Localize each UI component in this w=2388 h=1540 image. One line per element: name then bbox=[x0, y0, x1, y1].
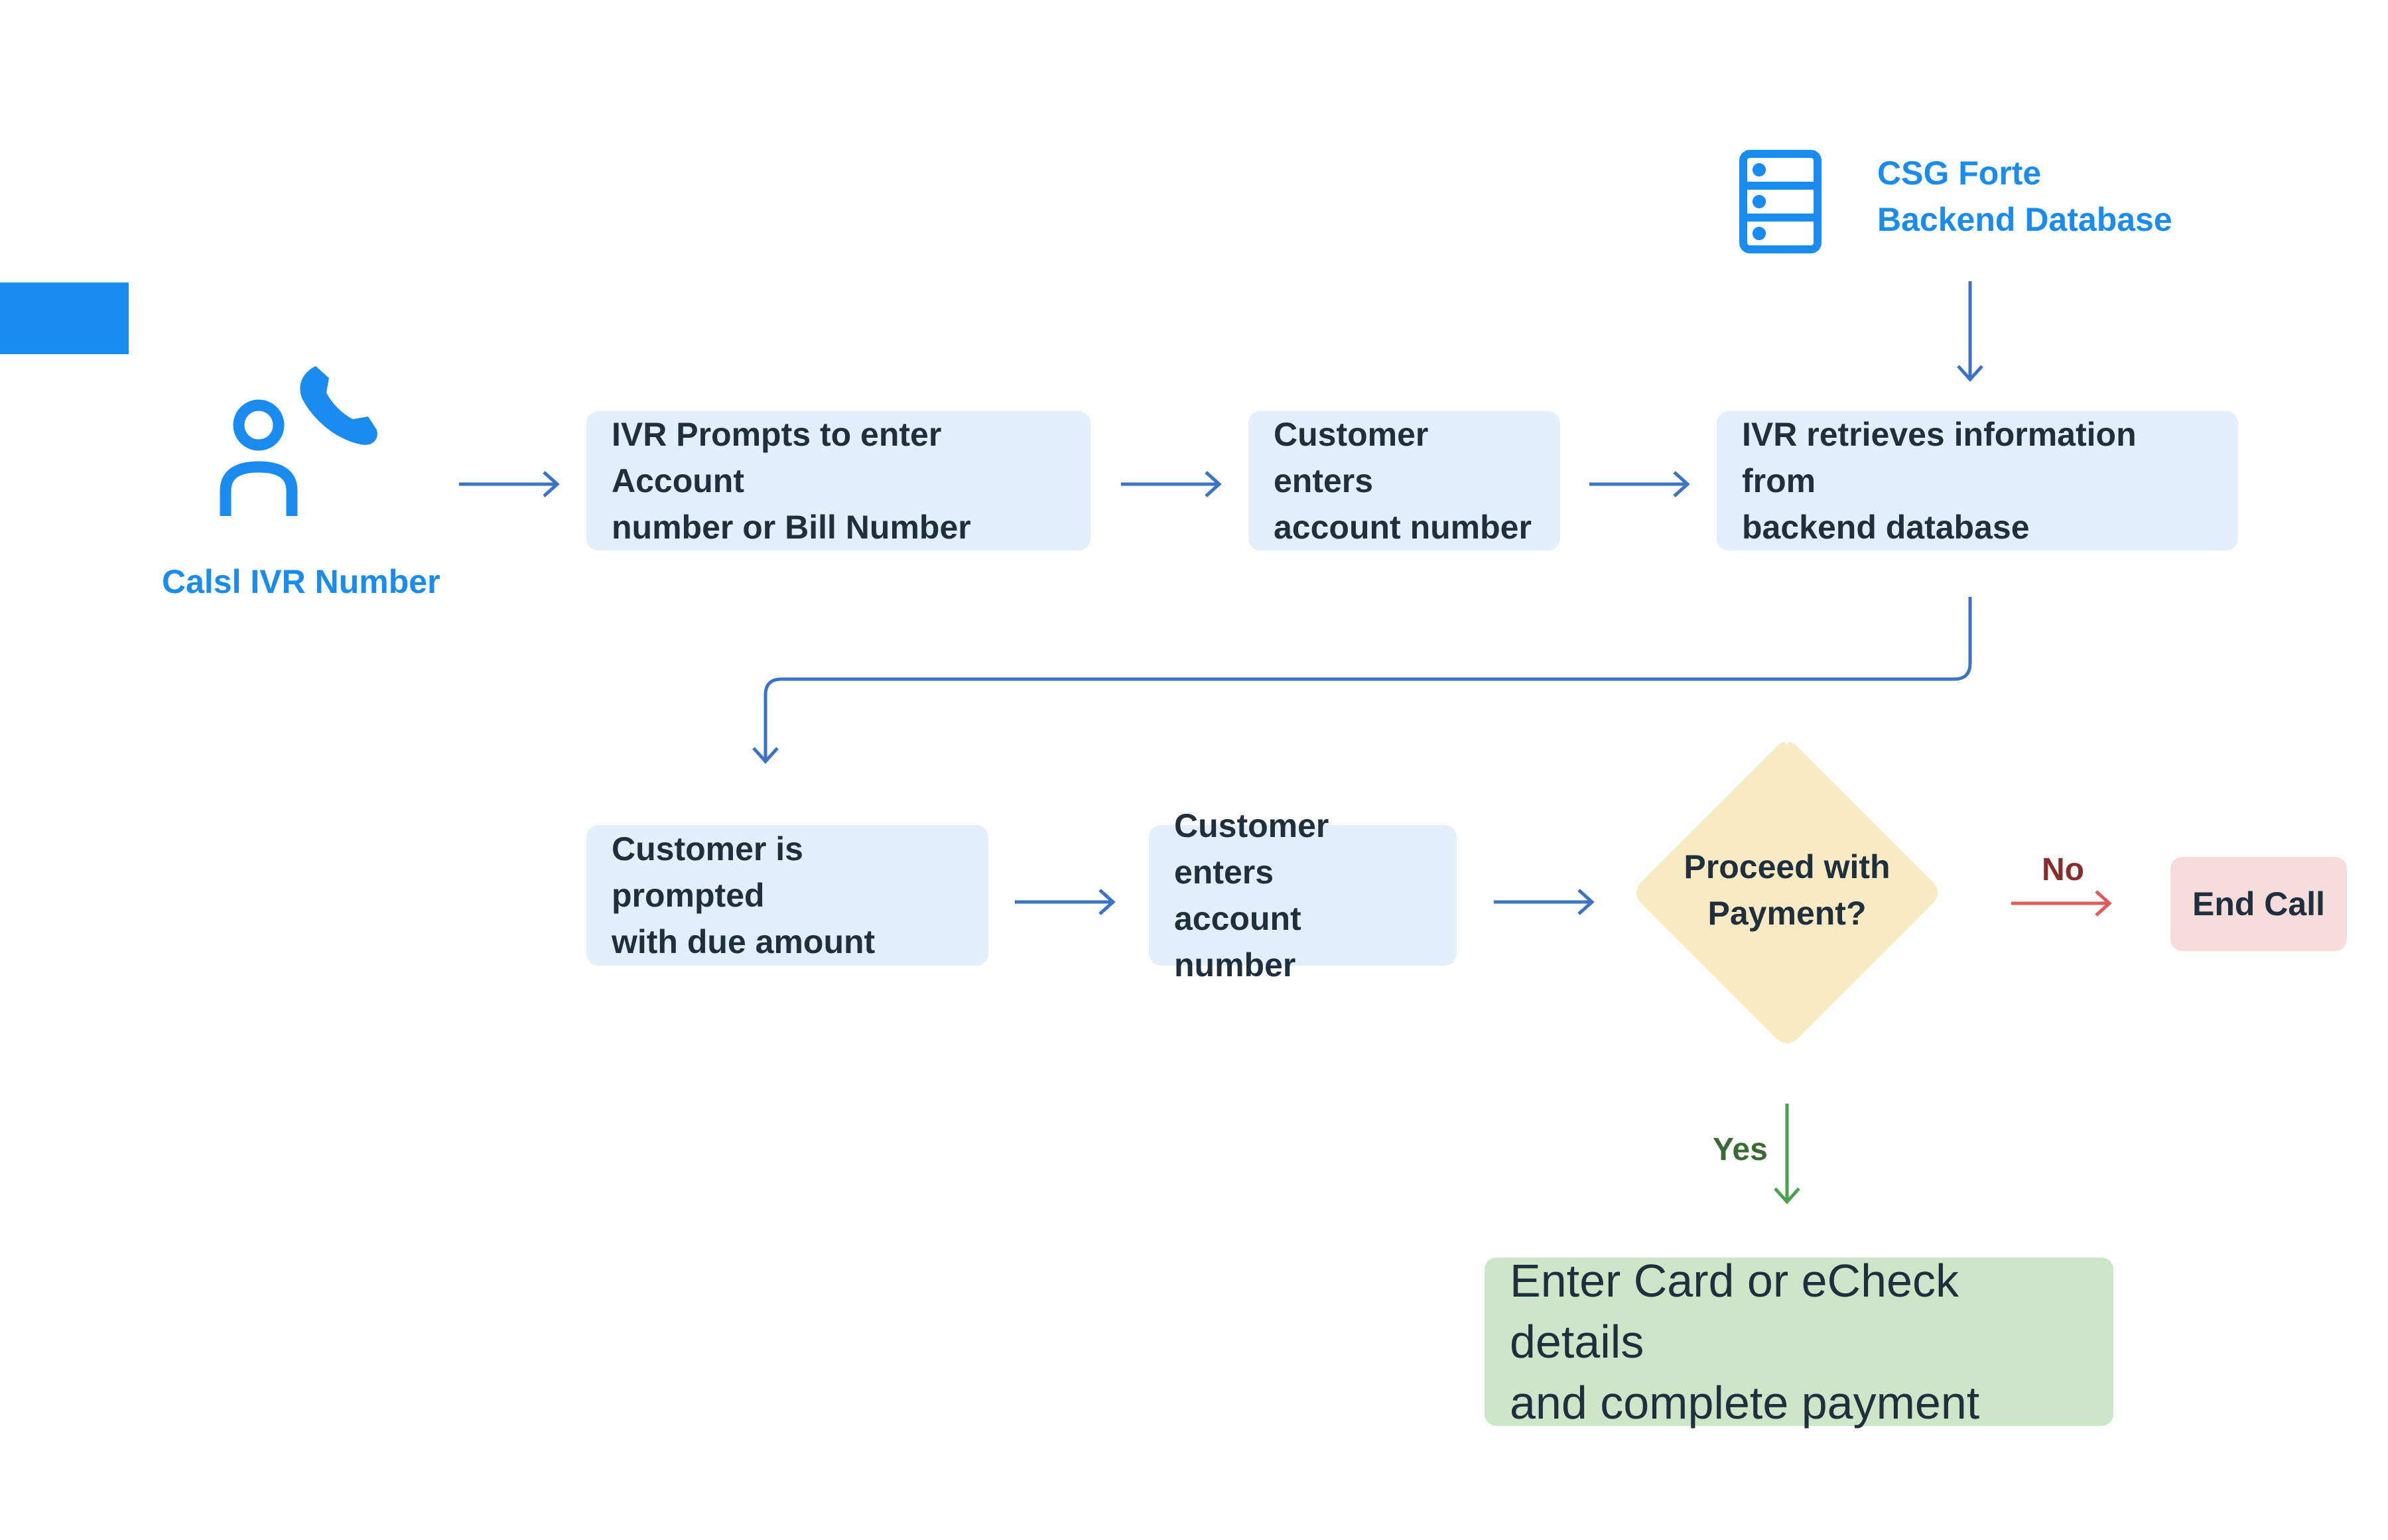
step-retrieves-text: IVR retrieves information from backend d… bbox=[1742, 416, 2137, 546]
end-call-box: End Call bbox=[2170, 857, 2347, 951]
arrow-enters-to-decision bbox=[1494, 889, 1595, 915]
person-phone-icon bbox=[220, 366, 377, 516]
start-label: Calsl IVR Number bbox=[162, 563, 440, 600]
decision-question: Proceed with Payment? bbox=[1684, 848, 1890, 932]
complete-payment-box: Enter Card or eCheck details and complet… bbox=[1485, 1255, 2113, 1429]
step-enters-account-2: Customer enters account number bbox=[1149, 807, 1457, 984]
step-prompt-account-text: IVR Prompts to enter Account number or B… bbox=[612, 416, 971, 546]
no-label: No bbox=[2042, 852, 2084, 887]
arrow-yes bbox=[1774, 1104, 1800, 1204]
step-prompted-due-text: Customer is prompted with due amount bbox=[612, 830, 876, 960]
step-retrieves: IVR retrieves information from backend d… bbox=[1717, 411, 2238, 550]
arrow-no bbox=[2011, 890, 2112, 917]
step-enters-account-1-text: Customer enters account number bbox=[1274, 416, 1532, 546]
arrow-enters-to-retrieves bbox=[1589, 471, 1690, 497]
end-call-text: End Call bbox=[2192, 885, 2326, 923]
arrow-database-to-retrieves bbox=[1957, 281, 1983, 382]
server-database-icon bbox=[1739, 150, 1822, 253]
arrow-prompt-to-enters bbox=[1121, 471, 1222, 497]
arrow-start-to-prompt bbox=[459, 471, 560, 497]
database-label: CSG Forte Backend Database bbox=[1877, 155, 2172, 238]
decision-diamond bbox=[1636, 742, 1938, 1043]
step-prompt-account: IVR Prompts to enter Account number or B… bbox=[586, 411, 1091, 550]
arrow-prompted-to-enters bbox=[1015, 889, 1116, 915]
yes-label: Yes bbox=[1713, 1132, 1768, 1167]
step-prompted-due: Customer is prompted with due amount bbox=[586, 825, 988, 966]
step-enters-account-2-text: Customer enters account number bbox=[1174, 807, 1329, 984]
edge-accent-bar bbox=[0, 283, 129, 354]
complete-payment-text: Enter Card or eCheck details and complet… bbox=[1510, 1255, 1980, 1429]
step-enters-account-1: Customer enters account number bbox=[1248, 411, 1560, 550]
arrow-retrieves-to-prompted bbox=[752, 597, 1972, 764]
